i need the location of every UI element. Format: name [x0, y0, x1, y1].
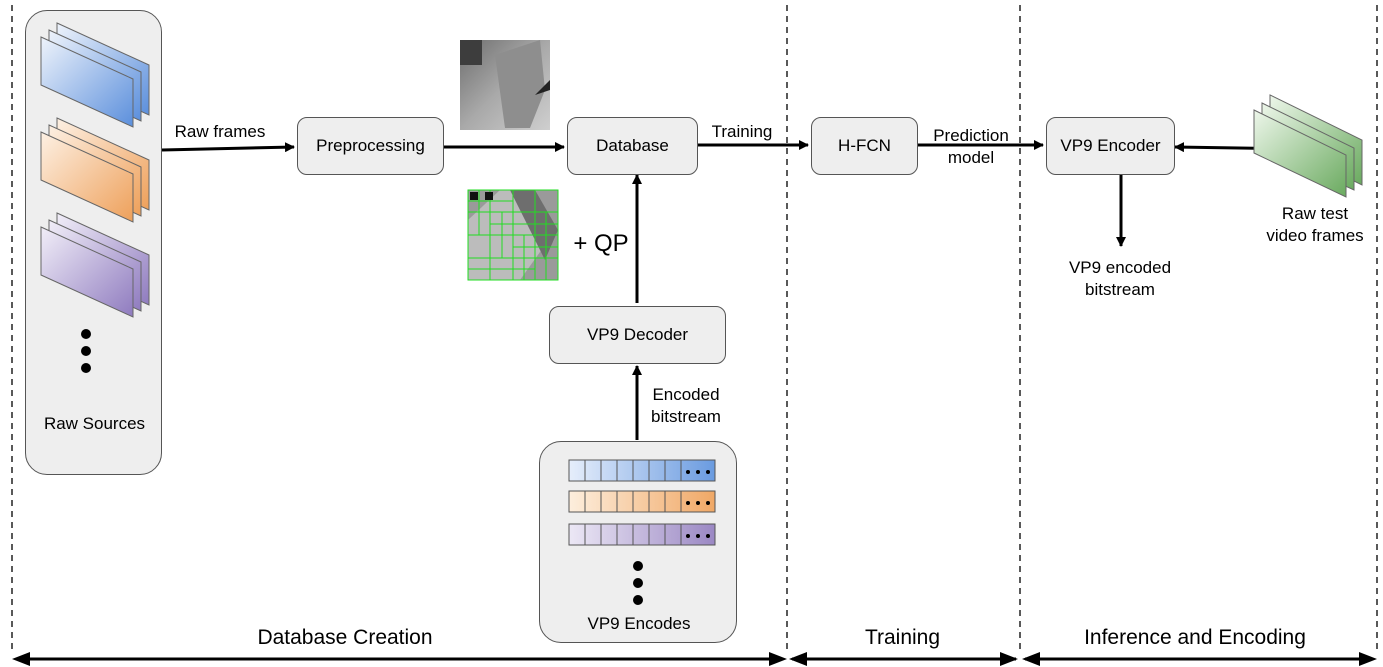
vp9-encoded-bitstream-label-1: VP9 encoded	[1068, 258, 1172, 277]
vp9-encodes-panel: VP9 Encodes	[539, 441, 737, 643]
vp9-decoder-node: VP9 Decoder	[549, 306, 726, 364]
section-database-creation: Database Creation	[257, 626, 433, 649]
encoded-bitstream-bars	[568, 459, 716, 605]
encoded-bitstream-label-1: Encoded	[652, 385, 720, 404]
prediction-model-label-2: model	[947, 148, 995, 167]
green-frames	[1253, 94, 1363, 198]
section-separators	[11, 5, 1378, 652]
database-node: Database	[567, 117, 698, 175]
partition-thumbnail	[467, 189, 559, 281]
more-sources-dots	[81, 329, 91, 373]
raw-frames-label: Raw frames	[174, 122, 266, 141]
raw-sources-label: Raw Sources	[43, 414, 146, 433]
raw-sources-panel: Raw Sources	[25, 10, 162, 475]
section-inference-encoding: Inference and Encoding	[1084, 626, 1306, 649]
raw-source-frames	[40, 22, 150, 373]
raw-test-frames-label-1: Raw test	[1281, 204, 1349, 223]
flow-arrows	[161, 140, 1299, 440]
raw-test-frames-label-2: video frames	[1266, 226, 1364, 245]
encoded-bitstream-label-2: bitstream	[651, 407, 721, 426]
vp9-encoded-bitstream-label-2: bitstream	[1085, 280, 1155, 299]
section-training: Training	[864, 626, 941, 649]
vp9-encodes-label: VP9 Encodes	[587, 614, 691, 633]
prediction-model-label-1: Prediction	[933, 126, 1009, 145]
preprocessing-node: Preprocessing	[297, 117, 444, 175]
qp-label: + QP	[573, 230, 629, 257]
hfcn-node: H-FCN	[811, 117, 918, 175]
frame-thumbnail	[460, 40, 550, 130]
training-edge-label: Training	[711, 122, 773, 141]
vp9-encoder-node: VP9 Encoder	[1046, 117, 1175, 175]
